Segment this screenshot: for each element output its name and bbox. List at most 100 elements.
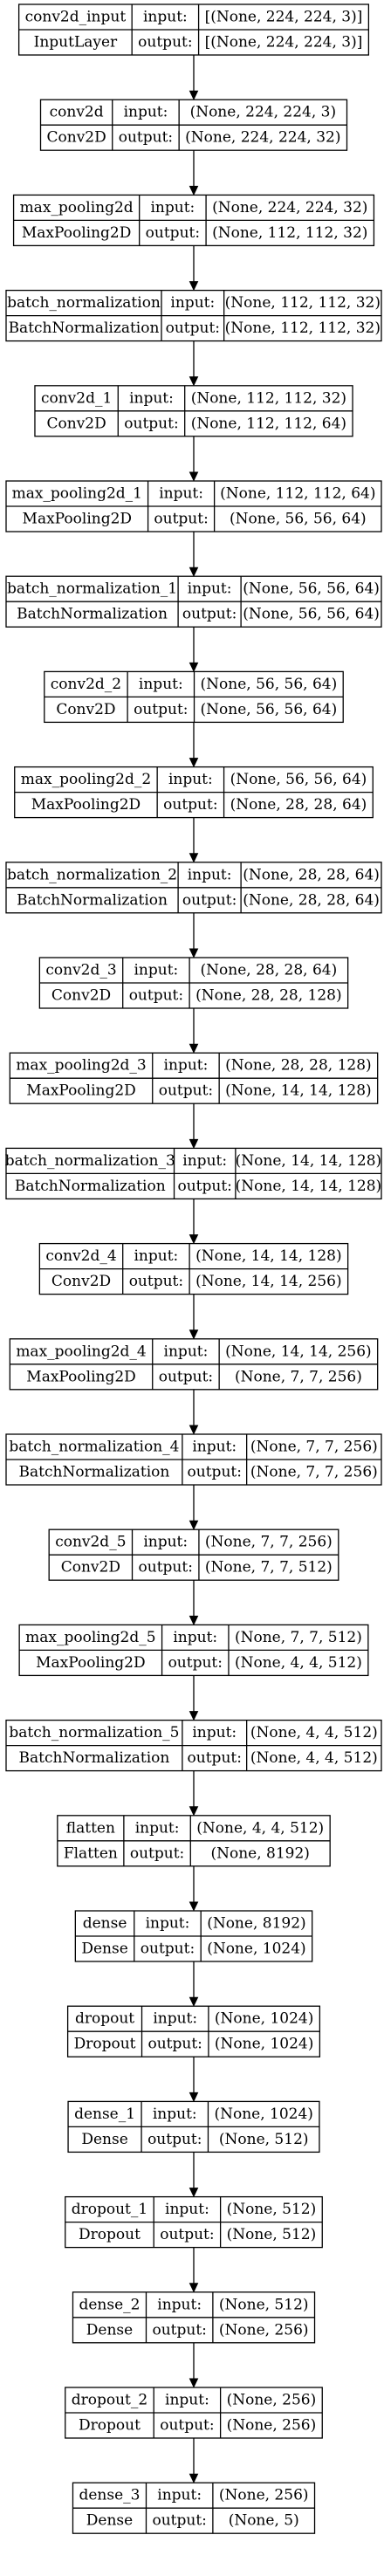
input-port-label: input:	[146, 1915, 190, 1933]
output-port-label: output:	[152, 2512, 206, 2530]
layer-name: batch_normalization	[7, 294, 161, 312]
layer-name: max_pooling2d_5	[25, 1629, 155, 1646]
layer-node: batch_normalization_1BatchNormalizationi…	[5, 575, 382, 628]
output-shape: (None, 28, 28, 64)	[230, 796, 367, 814]
layer-type: Dropout	[79, 2226, 141, 2243]
layer-name: dropout_1	[72, 2201, 147, 2218]
input-port-label: input:	[159, 485, 203, 503]
arrowhead-icon	[189, 1425, 199, 1435]
layer-type: InputLayer	[34, 34, 118, 52]
input-shape: (None, 28, 28, 64)	[243, 866, 380, 883]
output-shape: (None, 56, 56, 64)	[230, 511, 367, 528]
layer-name: conv2d_5	[55, 1534, 126, 1551]
layer-name: dense_3	[79, 2487, 140, 2504]
layer-type: Dropout	[74, 2036, 136, 2053]
arrowhead-icon	[189, 2283, 199, 2293]
layer-name: flatten	[66, 1819, 115, 1837]
arrowhead-icon	[189, 1615, 199, 1626]
layer-type: MaxPooling2D	[23, 511, 133, 528]
input-port-label: input:	[192, 1439, 237, 1456]
diagram-edges	[189, 55, 199, 2483]
output-shape: (None, 256)	[219, 2321, 309, 2339]
input-shape: (None, 112, 112, 32)	[225, 294, 381, 312]
input-port-label: input:	[164, 1057, 209, 1075]
input-shape: (None, 7, 7, 256)	[205, 1534, 333, 1551]
layer-type: Dense	[81, 2131, 127, 2148]
input-port-label: input:	[134, 962, 179, 979]
input-port-label: input:	[124, 104, 168, 121]
arrowhead-icon	[189, 853, 199, 863]
layer-name: conv2d_input	[25, 9, 127, 26]
output-shape: (None, 28, 28, 128)	[195, 987, 342, 1005]
output-port-label: output:	[130, 1844, 184, 1862]
arrowhead-icon	[189, 758, 199, 768]
arrowhead-icon	[189, 281, 199, 292]
output-port-label: output:	[188, 1749, 242, 1767]
layer-name: batch_normalization_2	[7, 866, 177, 883]
layer-name: batch_normalization_5	[9, 1724, 179, 1741]
layer-node: batch_normalizationBatchNormalizationinp…	[5, 289, 382, 342]
input-port-label: input:	[182, 1152, 227, 1170]
arrowhead-icon	[189, 567, 199, 577]
output-port-label: output:	[166, 319, 220, 337]
input-shape: (None, 28, 28, 128)	[225, 1057, 372, 1075]
layer-type: BatchNormalization	[19, 1749, 170, 1767]
output-port-label: output:	[147, 2131, 202, 2148]
layer-type: Dense	[86, 2321, 133, 2339]
arrowhead-icon	[189, 471, 199, 482]
output-shape: (None, 1024)	[207, 1941, 305, 1958]
input-port-label: input:	[153, 2010, 197, 2028]
output-shape: (None, 512)	[219, 2131, 309, 2148]
output-port-label: output:	[182, 606, 237, 623]
input-shape: (None, 112, 112, 32)	[191, 389, 346, 407]
layer-name: conv2d_4	[45, 1247, 116, 1265]
output-port-label: output:	[129, 987, 183, 1005]
output-port-label: output:	[160, 2417, 214, 2435]
input-shape: (None, 7, 7, 256)	[250, 1439, 378, 1456]
layer-type: MaxPooling2D	[31, 796, 141, 814]
layer-name: batch_normalization_1	[7, 580, 177, 598]
output-shape: (None, 1024)	[215, 2036, 313, 2053]
input-shape: (None, 224, 224, 32)	[212, 199, 367, 216]
input-port-label: input:	[143, 9, 188, 26]
layer-name: max_pooling2d	[20, 199, 134, 216]
output-port-label: output:	[159, 1082, 213, 1100]
input-shape: (None, 28, 28, 64)	[201, 962, 338, 979]
arrowhead-icon	[189, 1329, 199, 1340]
input-shape: (None, 256)	[227, 2392, 317, 2409]
arrowhead-icon	[189, 1234, 199, 1245]
layer-node: max_pooling2d_1MaxPooling2Dinput:output:…	[5, 480, 382, 532]
input-shape: (None, 56, 56, 64)	[230, 771, 367, 788]
arrowhead-icon	[189, 1711, 199, 1721]
arrowhead-icon	[189, 1996, 199, 2007]
layer-name: conv2d_1	[41, 389, 112, 407]
layer-type: Dense	[86, 2512, 133, 2530]
layer-name: max_pooling2d_4	[16, 1343, 146, 1360]
input-shape: (None, 56, 56, 64)	[243, 580, 380, 598]
layer-node: conv2d_inputInputLayerinput:output:[(Non…	[17, 3, 370, 56]
output-shape: (None, 56, 56, 64)	[201, 701, 338, 718]
arrowhead-icon	[189, 2092, 199, 2103]
arrowhead-icon	[189, 376, 199, 387]
arrowhead-icon	[189, 948, 199, 958]
layer-type: Conv2D	[61, 1559, 120, 1577]
output-shape: (None, 224, 224, 32)	[185, 129, 340, 147]
input-shape: (None, 224, 224, 3)	[190, 104, 337, 121]
input-shape: (None, 4, 4, 512)	[250, 1724, 378, 1741]
output-port-label: output:	[182, 891, 237, 909]
output-port-label: output:	[159, 1368, 213, 1385]
input-port-label: input:	[173, 1629, 217, 1646]
layer-name: dense_2	[79, 2296, 140, 2313]
arrowhead-icon	[189, 1806, 199, 1817]
layer-name: conv2d_3	[45, 962, 116, 979]
input-port-label: input:	[188, 580, 232, 598]
layer-name: max_pooling2d_2	[21, 771, 151, 788]
layer-type: Conv2D	[51, 1273, 111, 1290]
